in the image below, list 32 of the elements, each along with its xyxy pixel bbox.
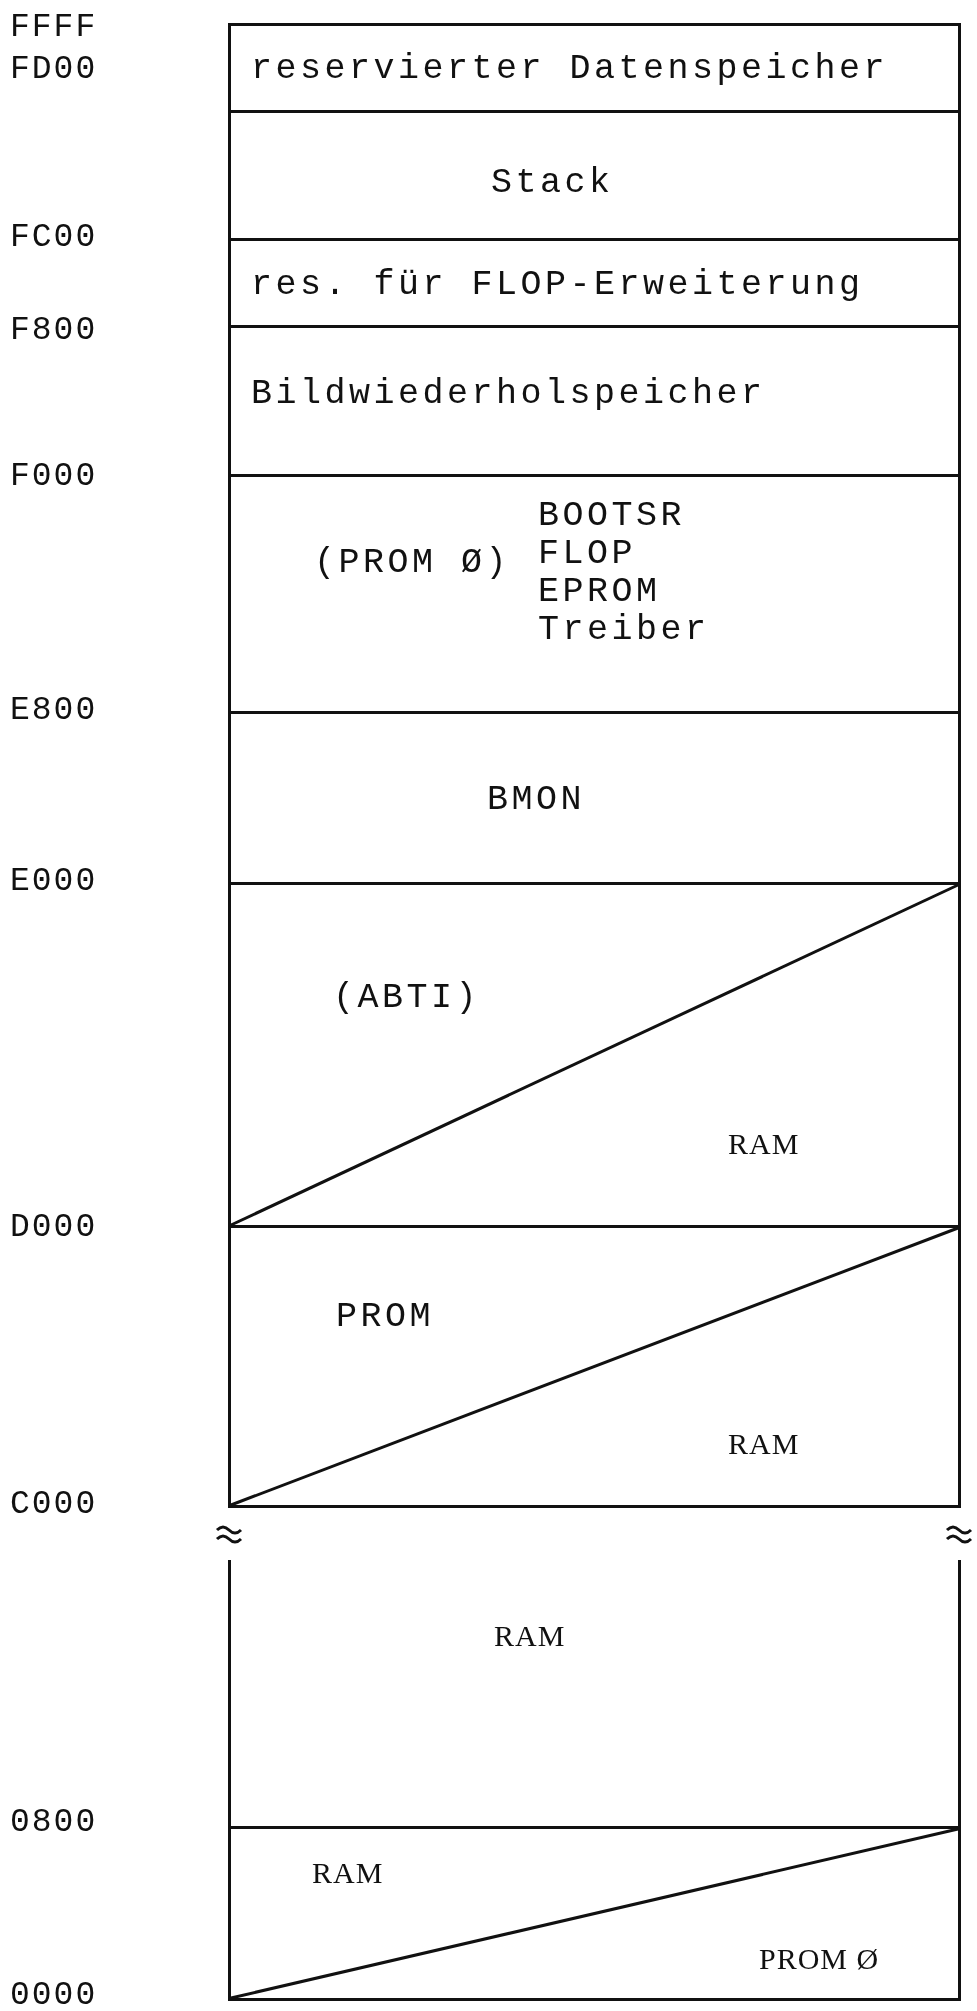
address-label: C000 [10,1487,98,1523]
region-label: RAM [728,1426,800,1462]
region-label: reservierter Datenspeicher [251,50,889,88]
memory-region [228,474,961,711]
region-label: Bildwiederholspeicher [251,375,766,413]
memory-region [228,110,961,238]
memory-region [228,23,961,110]
region-label: RAM [312,1855,384,1891]
region-contents: BOOTSR FLOP EPROM Treiber [538,497,710,649]
memory-region [228,711,961,882]
region-label: Stack [491,164,614,202]
region-label: (PROM Ø) [314,544,511,582]
address-label: FFFF [10,10,98,46]
address-label: E000 [10,864,98,900]
memory-region [228,325,961,474]
region-label: PROM [336,1298,434,1336]
region-label: BMON [487,781,585,819]
address-label: 0000 [10,1978,98,2011]
region-label: PROM Ø [759,1941,880,1977]
address-label: 0800 [10,1805,98,1841]
region-label: (ABTI) [333,979,481,1017]
memory-region [228,238,961,325]
address-label: D000 [10,1210,98,1246]
address-label: FD00 [10,52,98,88]
memory-region [228,1560,961,1826]
address-label: E800 [10,693,98,729]
region-label: RAM [728,1126,800,1162]
region-label: RAM [494,1618,566,1654]
address-label: FC00 [10,220,98,256]
region-label: res. für FLOP-Erweiterung [251,266,864,304]
address-label: F000 [10,459,98,495]
address-label: F800 [10,313,98,349]
